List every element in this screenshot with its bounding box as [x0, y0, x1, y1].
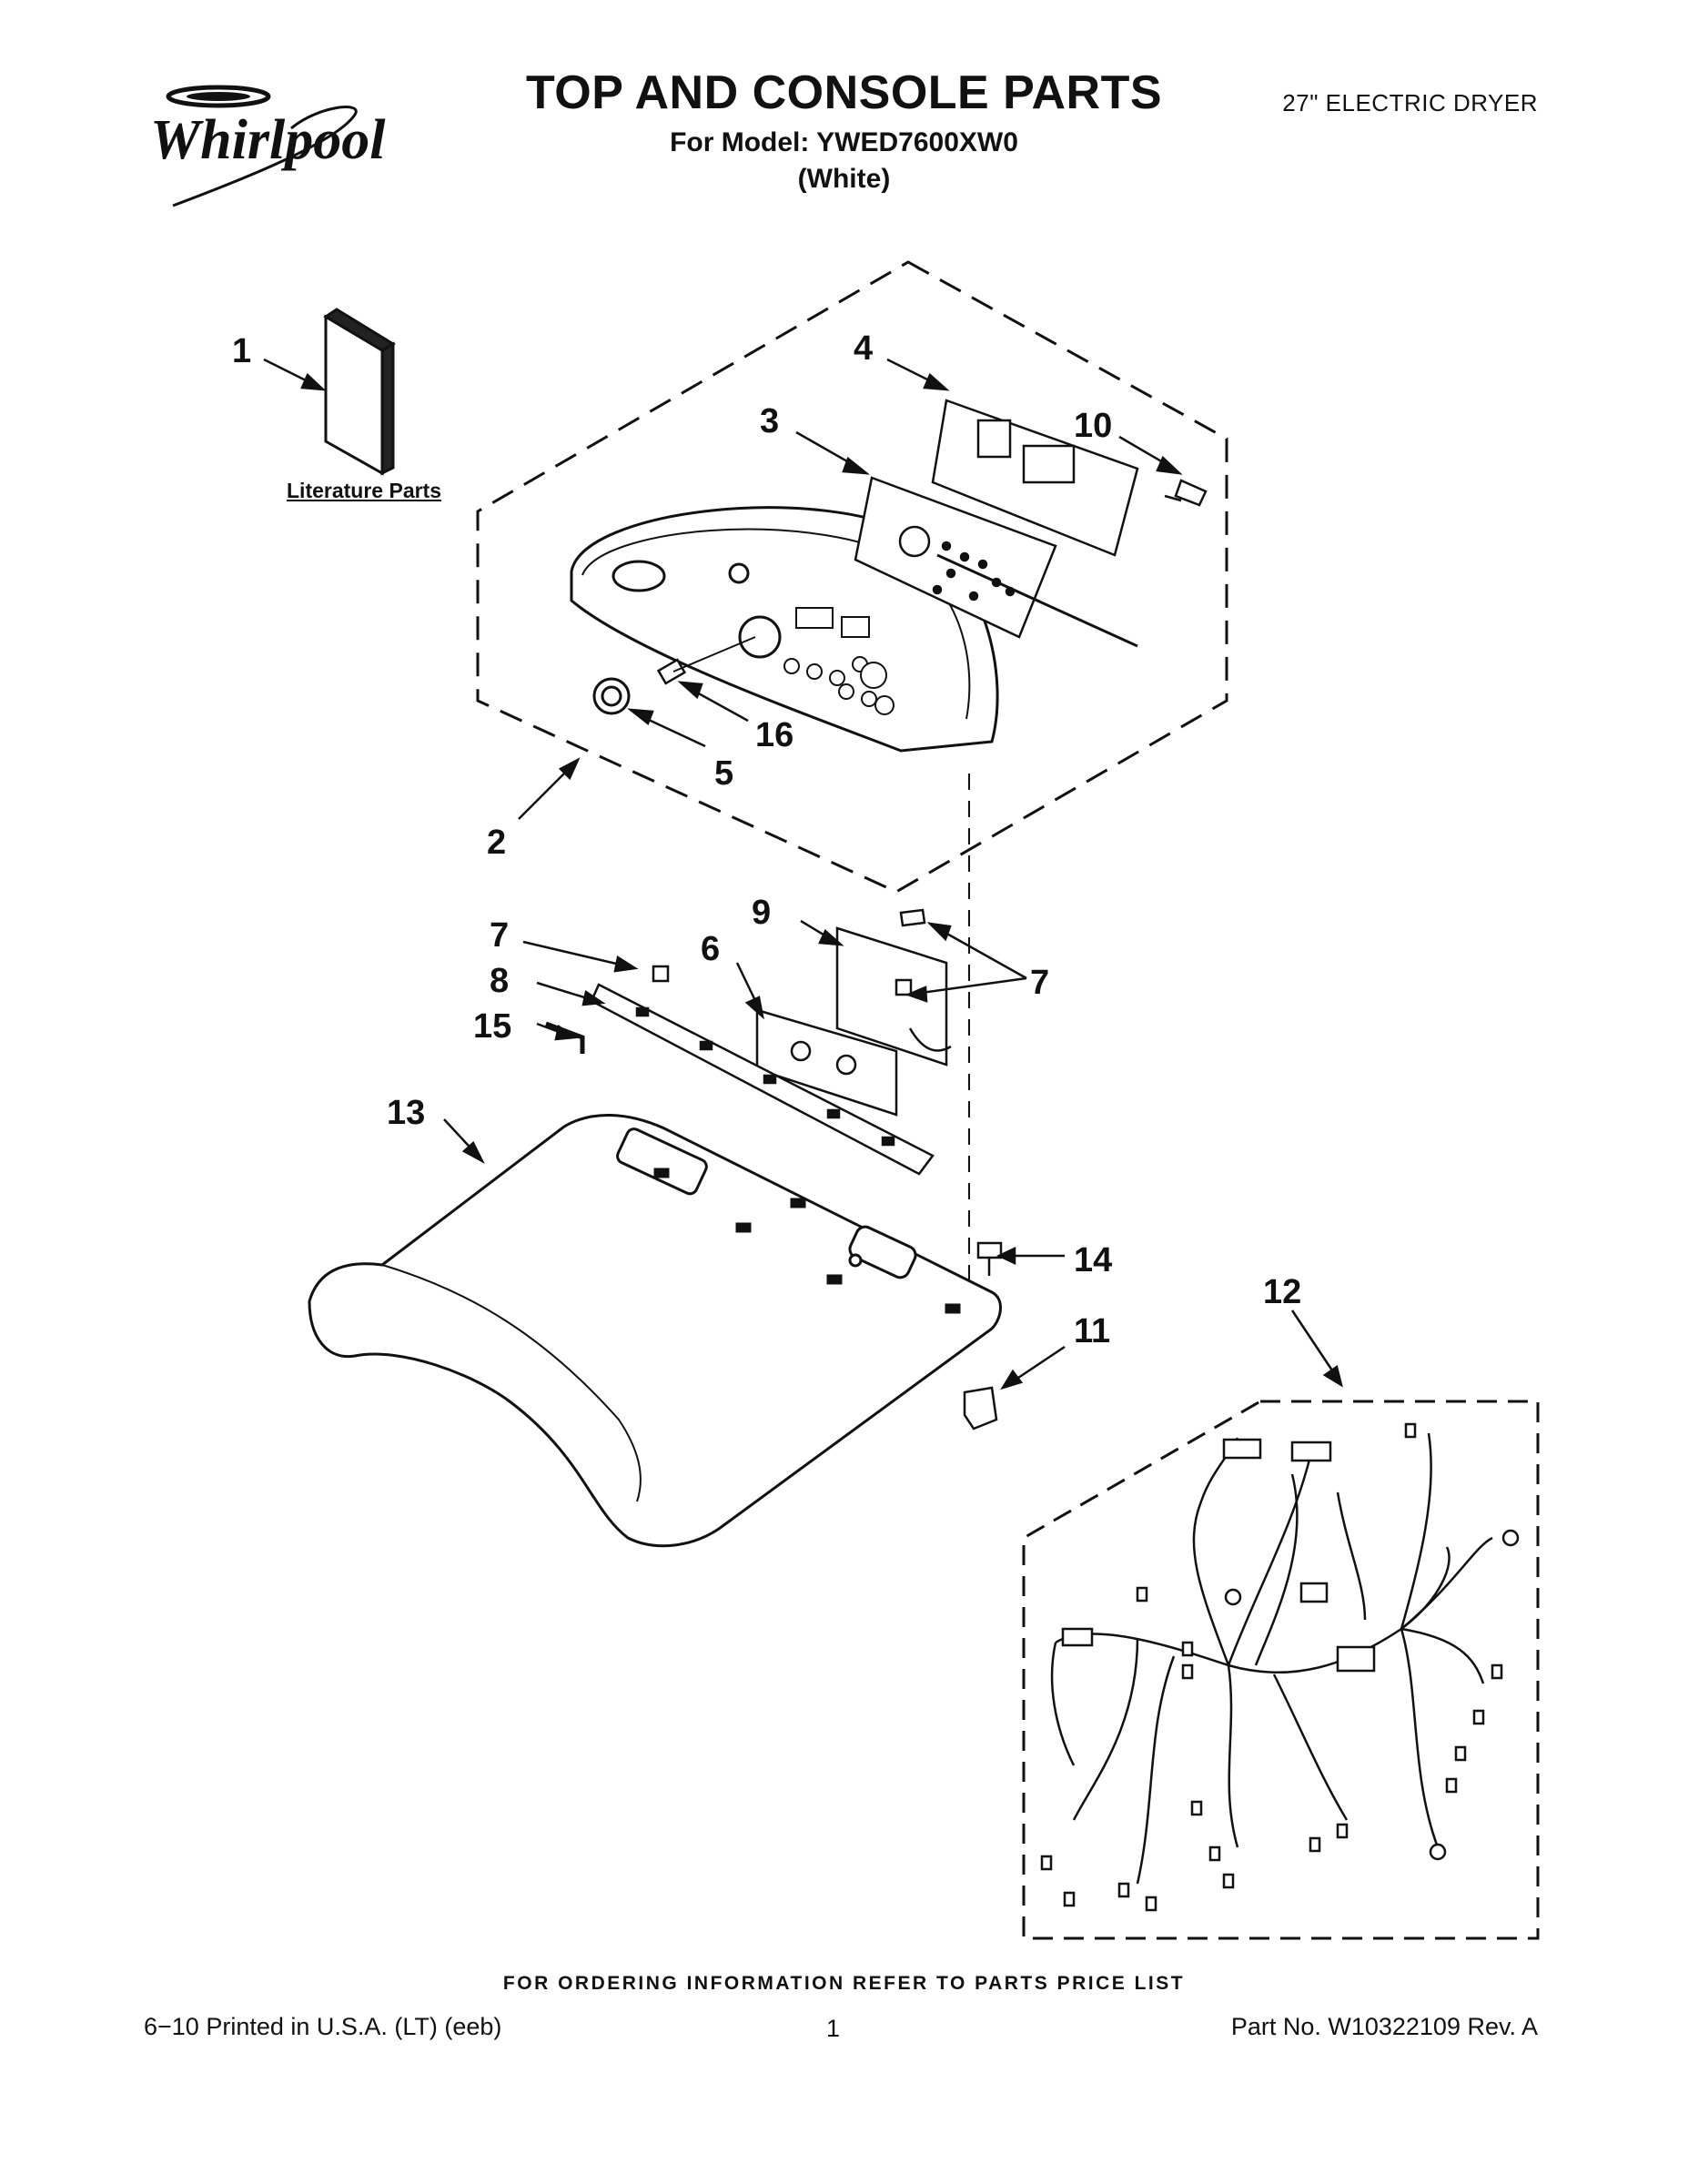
leader-arrows — [263, 358, 1343, 1390]
dryer-top-panel — [308, 1113, 1002, 1548]
page-title: TOP AND CONSOLE PARTS — [525, 66, 1163, 119]
color-line: (White) — [797, 164, 891, 194]
callout-9: 9 — [752, 894, 771, 932]
literature-parts-label: Literature Parts — [287, 479, 442, 502]
svg-text:Whirlpool: Whirlpool — [150, 109, 386, 171]
callout-4: 4 — [854, 329, 873, 368]
callout-12: 12 — [1263, 1273, 1301, 1311]
ordering-note: FOR ORDERING INFORMATION REFER TO PARTS … — [502, 1973, 1186, 1994]
callout-8: 8 — [490, 962, 509, 1000]
screw-10-icon — [1164, 479, 1208, 507]
print-info: 6−10 Printed in U.S.A. (LT) (eeb) — [144, 2013, 502, 2040]
whirlpool-logo: Whirlpool — [150, 85, 386, 207]
callout-6: 6 — [701, 930, 720, 968]
callout-15: 15 — [473, 1007, 511, 1046]
electronic-control-module — [755, 1008, 898, 1117]
screw-14-icon — [976, 1241, 1003, 1276]
screw-7-icon — [652, 908, 926, 996]
callout-1: 1 — [232, 332, 251, 370]
callout-14: 14 — [1074, 1241, 1112, 1279]
wire-harness — [1040, 1422, 1520, 1912]
knob-adapter-icon — [656, 658, 687, 685]
callout-labels: 1 2 3 4 5 6 7 7 7 8 9 10 11 12 13 14 15 … — [232, 329, 1301, 1350]
callout-5: 5 — [714, 754, 733, 793]
callout-2: 2 — [487, 824, 506, 862]
callout-10: 10 — [1074, 407, 1112, 445]
page-number: 1 — [826, 2015, 841, 2042]
part-number: Part No. W10322109 Rev. A — [1230, 2013, 1538, 2040]
knob-icon — [592, 677, 631, 715]
callout-13: 13 — [387, 1094, 425, 1132]
callout-7a: 7 — [490, 916, 509, 955]
callout-7b: 7 — [1030, 964, 1049, 1002]
product-type: 27" ELECTRIC DRYER — [1282, 89, 1538, 116]
callout-16: 16 — [755, 716, 793, 754]
callout-3: 3 — [760, 402, 779, 440]
board-cover — [931, 399, 1139, 557]
mounting-bracket — [835, 926, 952, 1067]
harness-boundary — [1022, 1400, 1540, 1940]
model-line: For Model: YWED7600XW0 — [670, 127, 1018, 157]
clamp-icon — [963, 1386, 998, 1431]
literature-book-icon — [323, 308, 396, 476]
console-hinge-bar — [590, 983, 935, 1176]
callout-11: 11 — [1074, 1312, 1110, 1350]
console-assembly-boundary — [476, 260, 1228, 894]
